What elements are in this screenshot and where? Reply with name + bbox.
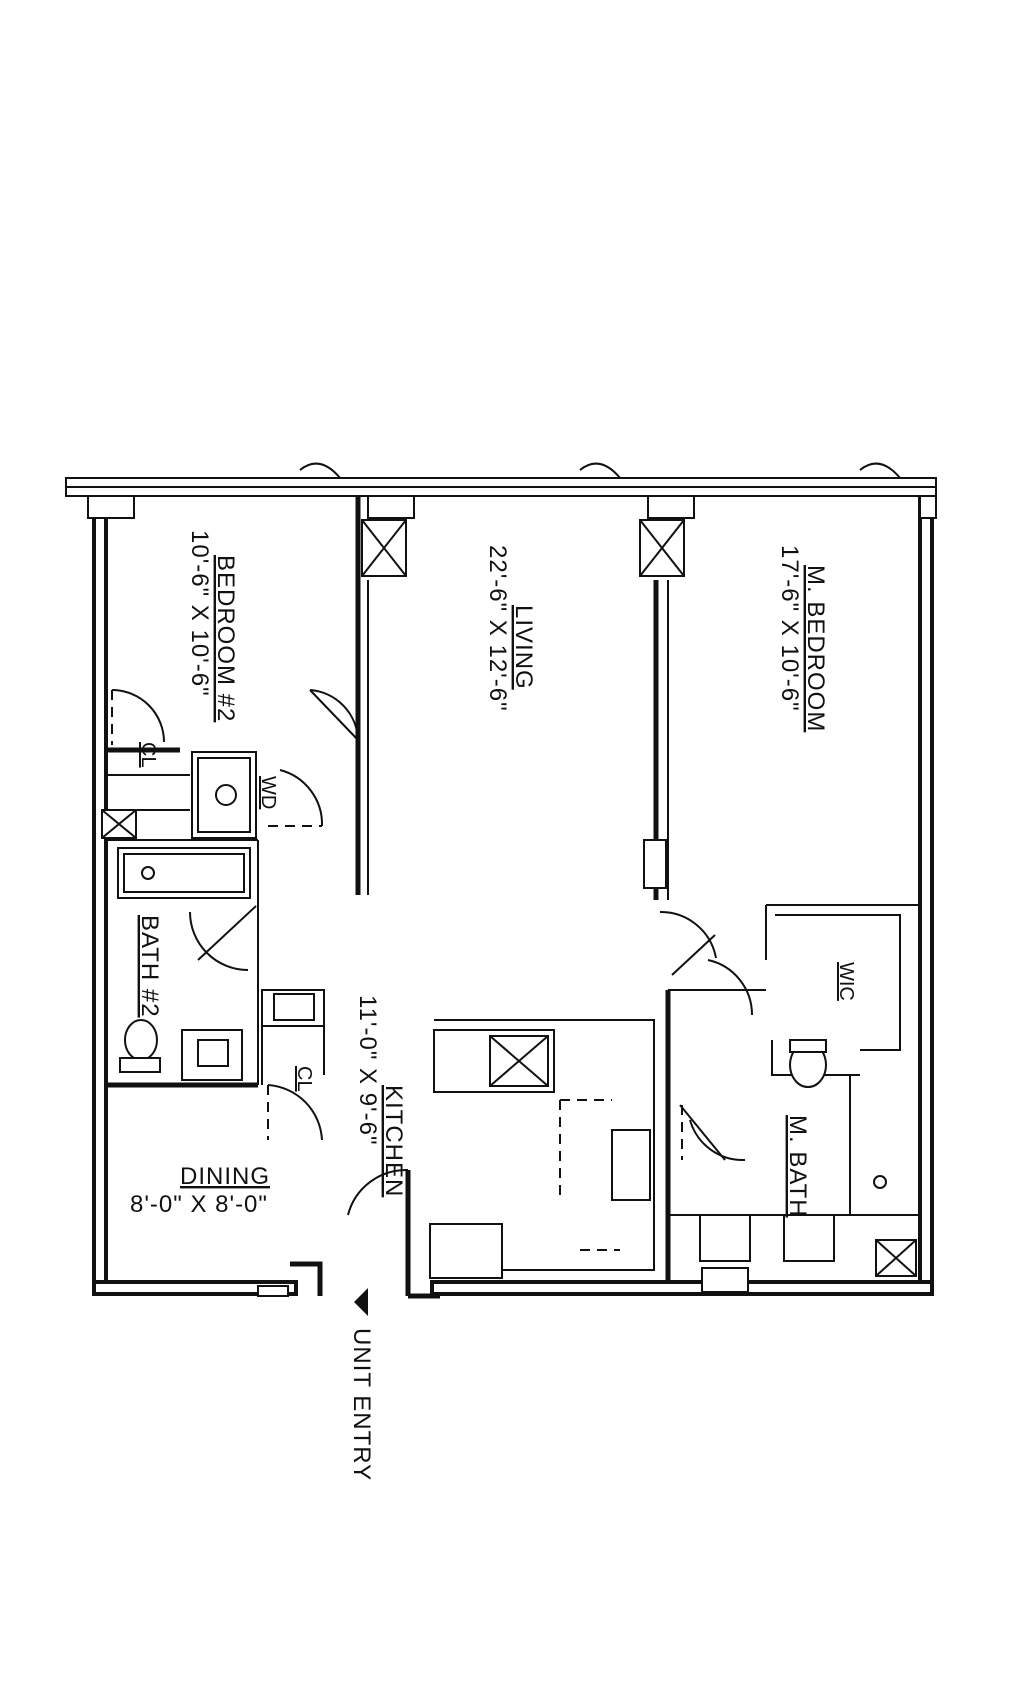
closet1-label: CL — [137, 742, 159, 768]
fixtures — [101, 519, 917, 1297]
windows — [87, 462, 937, 519]
kitchen-name: KITCHEN — [380, 1085, 407, 1197]
master-bedroom-size: 17'-6" X 10'-6" — [776, 545, 803, 712]
bedroom2-name: BEDROOM #2 — [212, 555, 239, 722]
room-labels: BEDROOM #2 10'-6" X 10'-6" LIVING 22'-6"… — [130, 530, 857, 1218]
living-size: 22'-6" X 12'-6" — [484, 545, 511, 712]
interior-walls — [108, 496, 920, 1280]
bath2-name: BATH #2 — [136, 915, 163, 1018]
wic-label: WIC — [835, 962, 857, 1001]
kitchen-size: 11'-0" X 9'-6" — [354, 995, 381, 1146]
master-bedroom-name: M. BEDROOM — [802, 565, 829, 732]
unit-entry-label: UNIT ENTRY — [348, 1328, 375, 1481]
bedroom2-size: 10'-6" X 10'-6" — [186, 530, 213, 697]
dining-size: 8'-0" X 8'-0" — [130, 1191, 268, 1218]
exterior-walls — [65, 477, 937, 1299]
wd-label: WD — [257, 776, 279, 809]
living-name: LIVING — [510, 605, 537, 690]
closet2-label: CL — [293, 1066, 315, 1092]
unit-entry: UNIT ENTRY — [348, 1288, 375, 1481]
master-bath-name: M. BATH — [784, 1115, 811, 1218]
doors — [111, 689, 754, 1216]
entry-arrow-icon — [354, 1288, 368, 1316]
dining-name: DINING — [180, 1163, 270, 1190]
